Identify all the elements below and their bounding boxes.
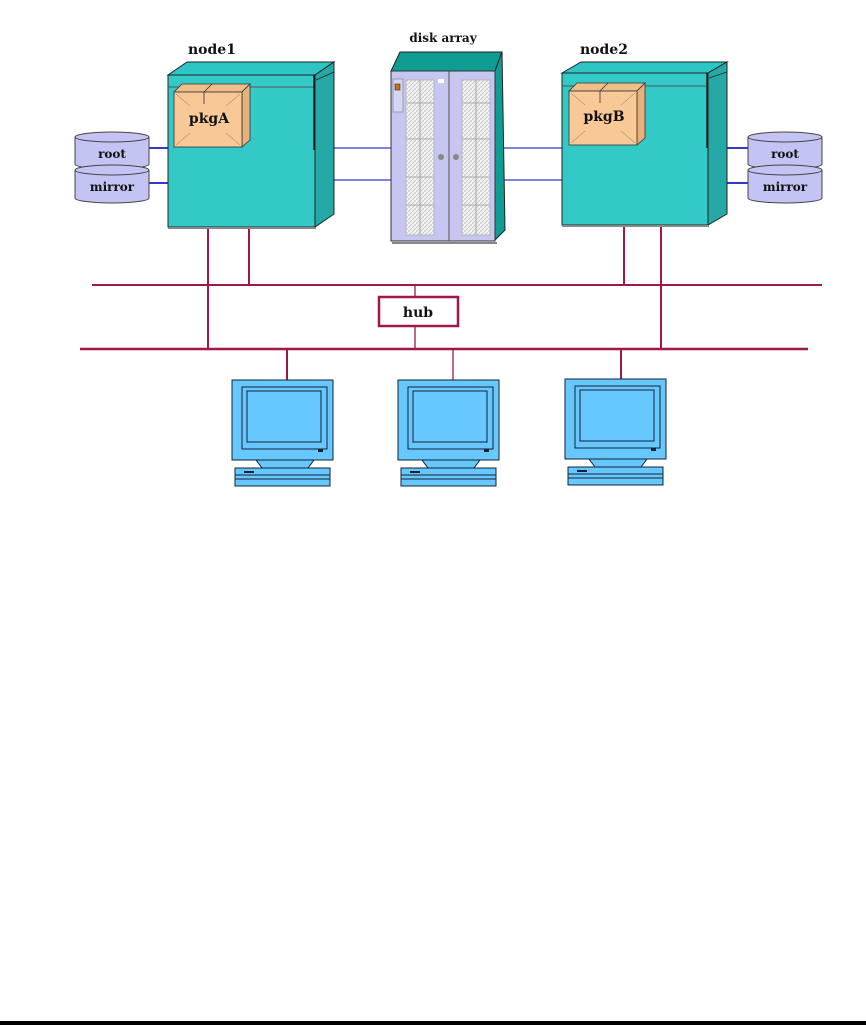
clients bbox=[231, 378, 667, 487]
node2-label: node2 bbox=[580, 42, 628, 58]
hub: hub bbox=[377, 295, 460, 328]
package-label: pkgB bbox=[583, 109, 624, 125]
disk-label: mirror bbox=[90, 180, 135, 194]
cluster-diagram: hub node1 pkgA root bbox=[74, 31, 823, 487]
door-handle bbox=[438, 154, 444, 160]
workstation-icon bbox=[397, 379, 500, 487]
node2-disks: root mirror bbox=[747, 131, 823, 204]
door-handle bbox=[453, 154, 459, 160]
hub-label: hub bbox=[403, 305, 433, 321]
disk-mirror: mirror bbox=[747, 164, 823, 204]
disk-array: disk array bbox=[390, 31, 506, 244]
disk-root: root bbox=[747, 131, 823, 170]
disk-mirror: mirror bbox=[74, 164, 150, 204]
package-pkgB: pkgB bbox=[568, 82, 646, 146]
scsi-links bbox=[149, 147, 748, 184]
page-bottom-rule bbox=[0, 1021, 866, 1025]
disk-root: root bbox=[74, 131, 150, 170]
node1-disks: root mirror bbox=[74, 131, 150, 204]
disk-label: root bbox=[98, 147, 126, 161]
package-label: pkgA bbox=[189, 111, 230, 127]
workstation-icon bbox=[564, 378, 667, 486]
workstation-icon bbox=[231, 379, 334, 487]
disk-label: mirror bbox=[763, 180, 808, 194]
disk-label: root bbox=[771, 147, 799, 161]
node1-label: node1 bbox=[188, 42, 236, 58]
disk-array-label: disk array bbox=[409, 31, 477, 45]
package-pkgA: pkgA bbox=[173, 83, 251, 148]
lan-network bbox=[80, 227, 822, 380]
node2-server: node2 pkgB bbox=[560, 42, 729, 227]
node1-server: node1 pkgA bbox=[166, 42, 336, 229]
